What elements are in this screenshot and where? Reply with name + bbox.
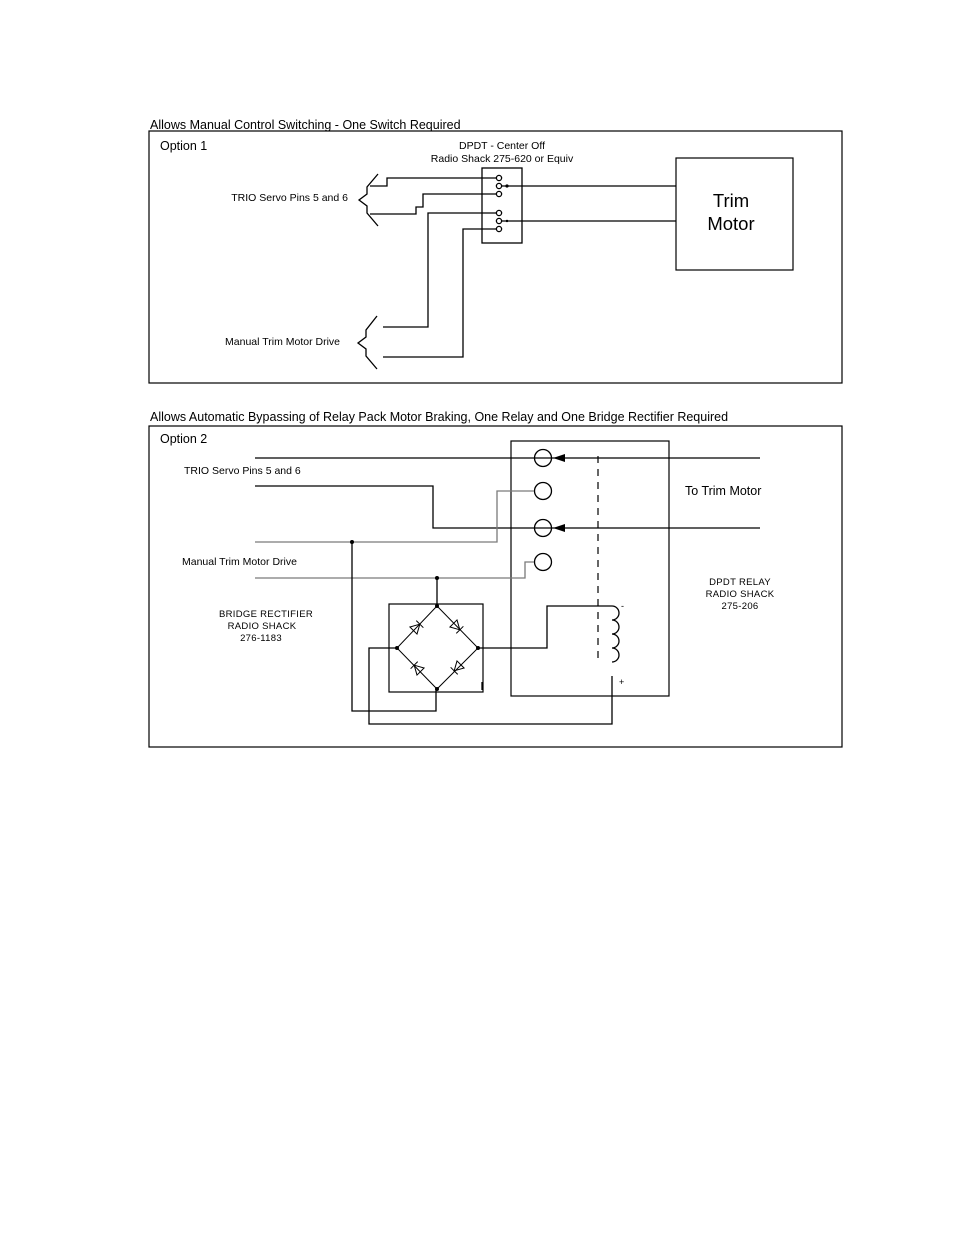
relay-contacts bbox=[533, 448, 565, 572]
relay-coil bbox=[611, 605, 620, 663]
dpdt-switch-body bbox=[481, 167, 523, 244]
relay-label-line2: RADIO SHACK bbox=[706, 589, 775, 600]
trim-motor-label-line1: Trim bbox=[713, 190, 749, 211]
option1-wires bbox=[370, 177, 676, 358]
switch-terminals bbox=[495, 174, 509, 233]
coil-plus-label: + bbox=[619, 677, 624, 687]
option2-label: Option 2 bbox=[160, 432, 207, 446]
rectifier-label-line1: BRIDGE RECTIFIER bbox=[219, 609, 313, 620]
switch-title: DPDT - Center Off bbox=[459, 140, 545, 152]
to-trim-motor-label: To Trim Motor bbox=[685, 484, 761, 498]
option1-servo-label: TRIO Servo Pins 5 and 6 bbox=[231, 192, 348, 204]
relay-label-line1: DPDT RELAY bbox=[709, 577, 771, 588]
trim-motor-box bbox=[675, 157, 794, 271]
manual-drive-bracket bbox=[356, 315, 378, 370]
option1-label: Option 1 bbox=[160, 139, 207, 153]
relay-label-line3: 275-206 bbox=[722, 601, 759, 612]
switch-part: Radio Shack 275-620 or Equiv bbox=[431, 153, 574, 165]
bridge-rectifier-box bbox=[388, 603, 484, 693]
coil-minus-label: - bbox=[621, 601, 624, 611]
option2-manual-label: Manual Trim Motor Drive bbox=[182, 556, 297, 568]
trim-motor-label-line2: Motor bbox=[707, 213, 754, 234]
rectifier-label-line2: RADIO SHACK bbox=[228, 621, 297, 632]
rectifier-label-line3: 276-1183 bbox=[240, 633, 282, 644]
servo-connector-bracket bbox=[357, 173, 379, 227]
option2-wires bbox=[255, 457, 760, 725]
relay-body bbox=[510, 440, 670, 697]
bridge-rectifier-diodes bbox=[395, 604, 480, 691]
option2-frame bbox=[148, 425, 843, 748]
option1-manual-label: Manual Trim Motor Drive bbox=[225, 336, 340, 348]
option1-frame bbox=[148, 130, 843, 384]
option1-heading: Allows Manual Control Switching - One Sw… bbox=[150, 118, 461, 132]
option2-servo-label: TRIO Servo Pins 5 and 6 bbox=[184, 465, 301, 477]
option2-heading: Allows Automatic Bypassing of Relay Pack… bbox=[150, 410, 728, 424]
